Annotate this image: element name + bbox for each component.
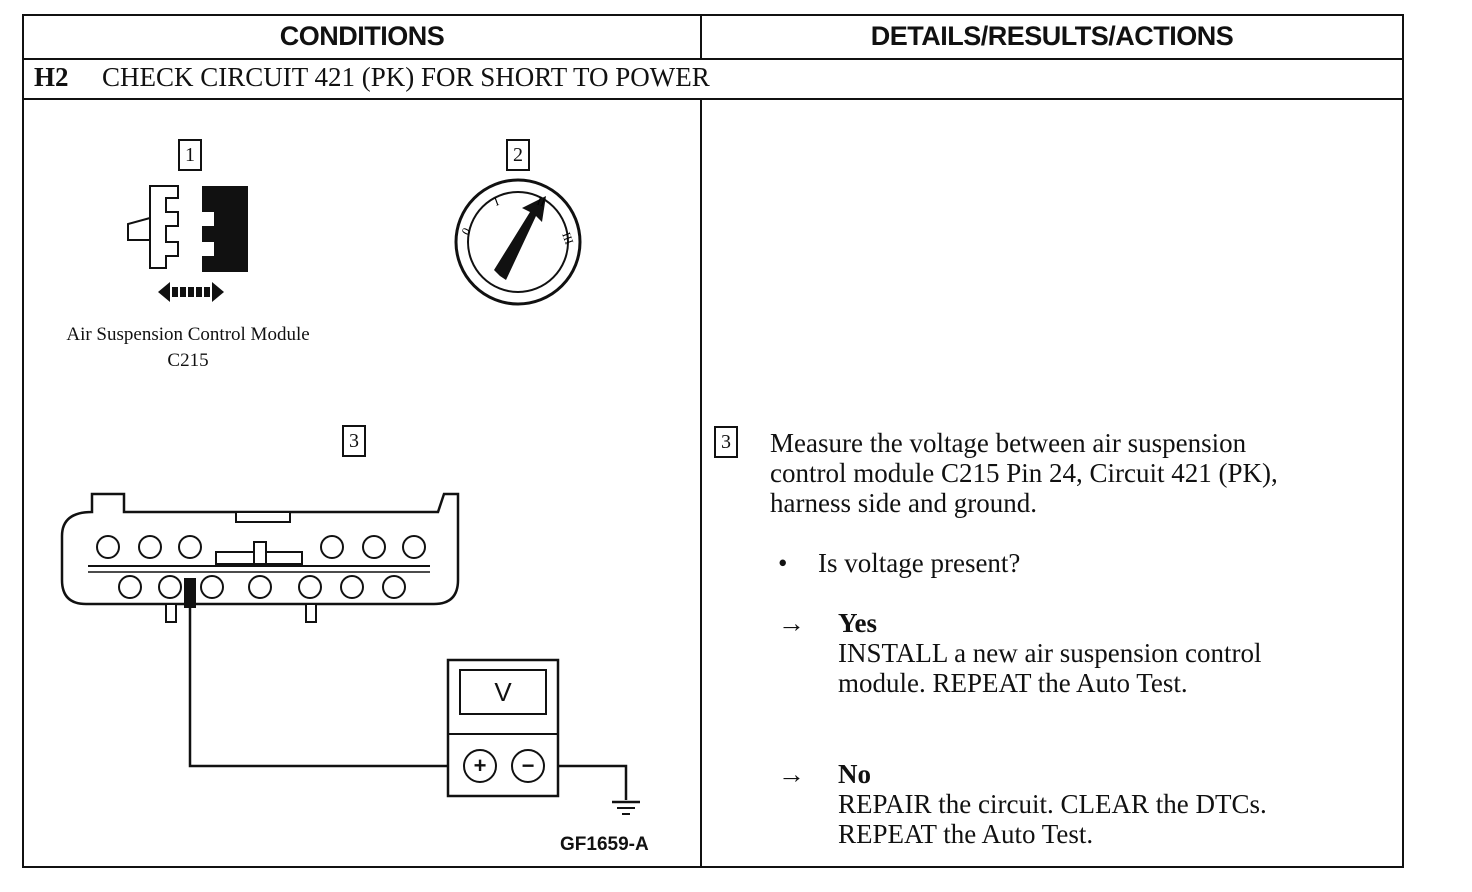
test-lead-negative xyxy=(544,764,628,800)
ignition-pos-1: I xyxy=(492,194,501,209)
meter-volt-label: V xyxy=(494,677,512,707)
no-action-line1: REPAIR the circuit. CLEAR the DTCs. xyxy=(838,789,1267,819)
conditions-header: CONDITIONS xyxy=(279,21,445,51)
instruction-line1: Measure the voltage between air suspensi… xyxy=(770,428,1247,458)
callout-1: 1 xyxy=(178,139,202,171)
instruction-line2: control module C215 Pin 24, Circuit 421 … xyxy=(770,458,1278,488)
diagnostic-table: CONDITIONS DETAILS/RESULTS/ACTIONS H2 CH… xyxy=(22,14,1404,868)
question-bullet: • xyxy=(778,548,788,578)
callout-3: 3 xyxy=(342,425,366,457)
yes-action-line2: module. REPEAT the Auto Test. xyxy=(838,668,1188,698)
figure-id: GF1659-A xyxy=(560,834,649,855)
step-title: CHECK CIRCUIT 421 (PK) FOR SHORT TO POWE… xyxy=(102,62,710,92)
no-action-line2: REPEAT the Auto Test. xyxy=(838,819,1094,849)
ignition-switch-graphic: 0 I II III xyxy=(454,178,582,306)
step-title-row: H2 CHECK CIRCUIT 421 (PK) FOR SHORT TO P… xyxy=(24,58,1402,100)
yes-result: Yes INSTALL a new air suspension control… xyxy=(838,608,1262,698)
ground-icon xyxy=(612,800,640,815)
callout-2: 2 xyxy=(506,139,530,171)
no-result: No REPAIR the circuit. CLEAR the DTCs. R… xyxy=(838,759,1267,849)
no-label: No xyxy=(838,759,871,789)
table-header-row: CONDITIONS DETAILS/RESULTS/ACTIONS xyxy=(24,16,1402,60)
plus-terminal-icon: + xyxy=(473,753,487,778)
column-divider xyxy=(700,100,702,866)
ignition-pos-3: III xyxy=(559,230,576,246)
header-divider xyxy=(700,16,702,58)
yes-label: Yes xyxy=(838,608,877,638)
harness-connector-graphic xyxy=(60,492,460,623)
details-callout-3: 3 xyxy=(714,426,738,458)
instruction-line3: harness side and ground. xyxy=(770,488,1037,518)
step-id: H2 xyxy=(34,62,69,92)
minus-terminal-icon: − xyxy=(521,753,535,778)
module-caption-line2: C215 xyxy=(167,350,209,371)
module-caption: Air Suspension Control Module C215 xyxy=(38,324,338,372)
voltmeter-graphic xyxy=(446,658,560,798)
instruction-text: Measure the voltage between air suspensi… xyxy=(770,428,1278,518)
module-caption-line1: Air Suspension Control Module xyxy=(66,324,310,345)
test-lead-positive xyxy=(188,608,466,768)
connector-disconnect-graphic xyxy=(127,185,248,302)
no-arrow-icon: → xyxy=(778,759,805,789)
yes-action-line1: INSTALL a new air suspension control xyxy=(838,638,1262,668)
separate-arrow-icon xyxy=(158,282,224,302)
yes-arrow-icon: → xyxy=(778,608,805,638)
question-text: Is voltage present? xyxy=(818,548,1021,578)
details-header: DETAILS/RESULTS/ACTIONS xyxy=(870,21,1234,51)
